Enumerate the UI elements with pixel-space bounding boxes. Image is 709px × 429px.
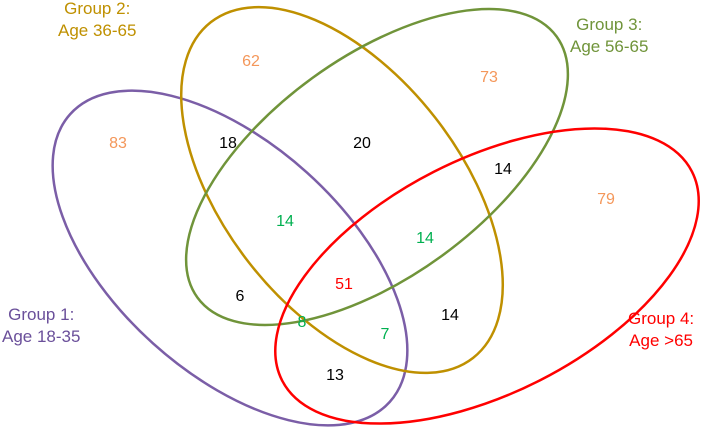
group-2-ellipse bbox=[179, 5, 505, 375]
value-only-group-1: 83 bbox=[109, 135, 127, 152]
group-1-age: Age 18-35 bbox=[2, 327, 81, 346]
value-group-2-4: 14 bbox=[441, 307, 459, 324]
group-4-label: Group 4: Age >65 bbox=[628, 308, 694, 352]
value-group-3-4: 14 bbox=[494, 161, 512, 178]
group-1-name: Group 1: bbox=[8, 305, 75, 324]
group-1-ellipse bbox=[51, 89, 409, 427]
value-group-1-2: 18 bbox=[219, 135, 237, 152]
group-2-age: Age 36-65 bbox=[58, 21, 137, 40]
value-only-group-3: 73 bbox=[480, 69, 498, 86]
group-4-name: Group 4: bbox=[628, 309, 695, 328]
value-group-1-2-3: 14 bbox=[276, 213, 294, 230]
group-3-ellipse bbox=[184, 7, 570, 327]
group-3-age: Age 56-65 bbox=[570, 37, 649, 56]
value-group-1-3-4: 8 bbox=[297, 314, 307, 331]
value-group-1-3: 6 bbox=[235, 288, 245, 305]
value-group-1-4: 13 bbox=[326, 367, 344, 384]
group-3-name: Group 3: bbox=[576, 15, 643, 34]
group-1-label: Group 1: Age 18-35 bbox=[2, 304, 80, 348]
group-4-age: Age >65 bbox=[629, 331, 693, 350]
value-only-group-2: 62 bbox=[242, 53, 260, 70]
group-3-label: Group 3: Age 56-65 bbox=[570, 14, 648, 58]
group-4-ellipse bbox=[274, 127, 700, 425]
value-group-2-3-4: 14 bbox=[416, 230, 434, 247]
group-2-name: Group 2: bbox=[64, 0, 131, 18]
value-group-2-3: 20 bbox=[353, 135, 371, 152]
group-2-label: Group 2: Age 36-65 bbox=[58, 0, 136, 42]
value-only-group-4: 79 bbox=[597, 191, 615, 208]
value-group-1-2-4: 7 bbox=[380, 326, 390, 343]
value-all-groups: 51 bbox=[335, 276, 353, 293]
